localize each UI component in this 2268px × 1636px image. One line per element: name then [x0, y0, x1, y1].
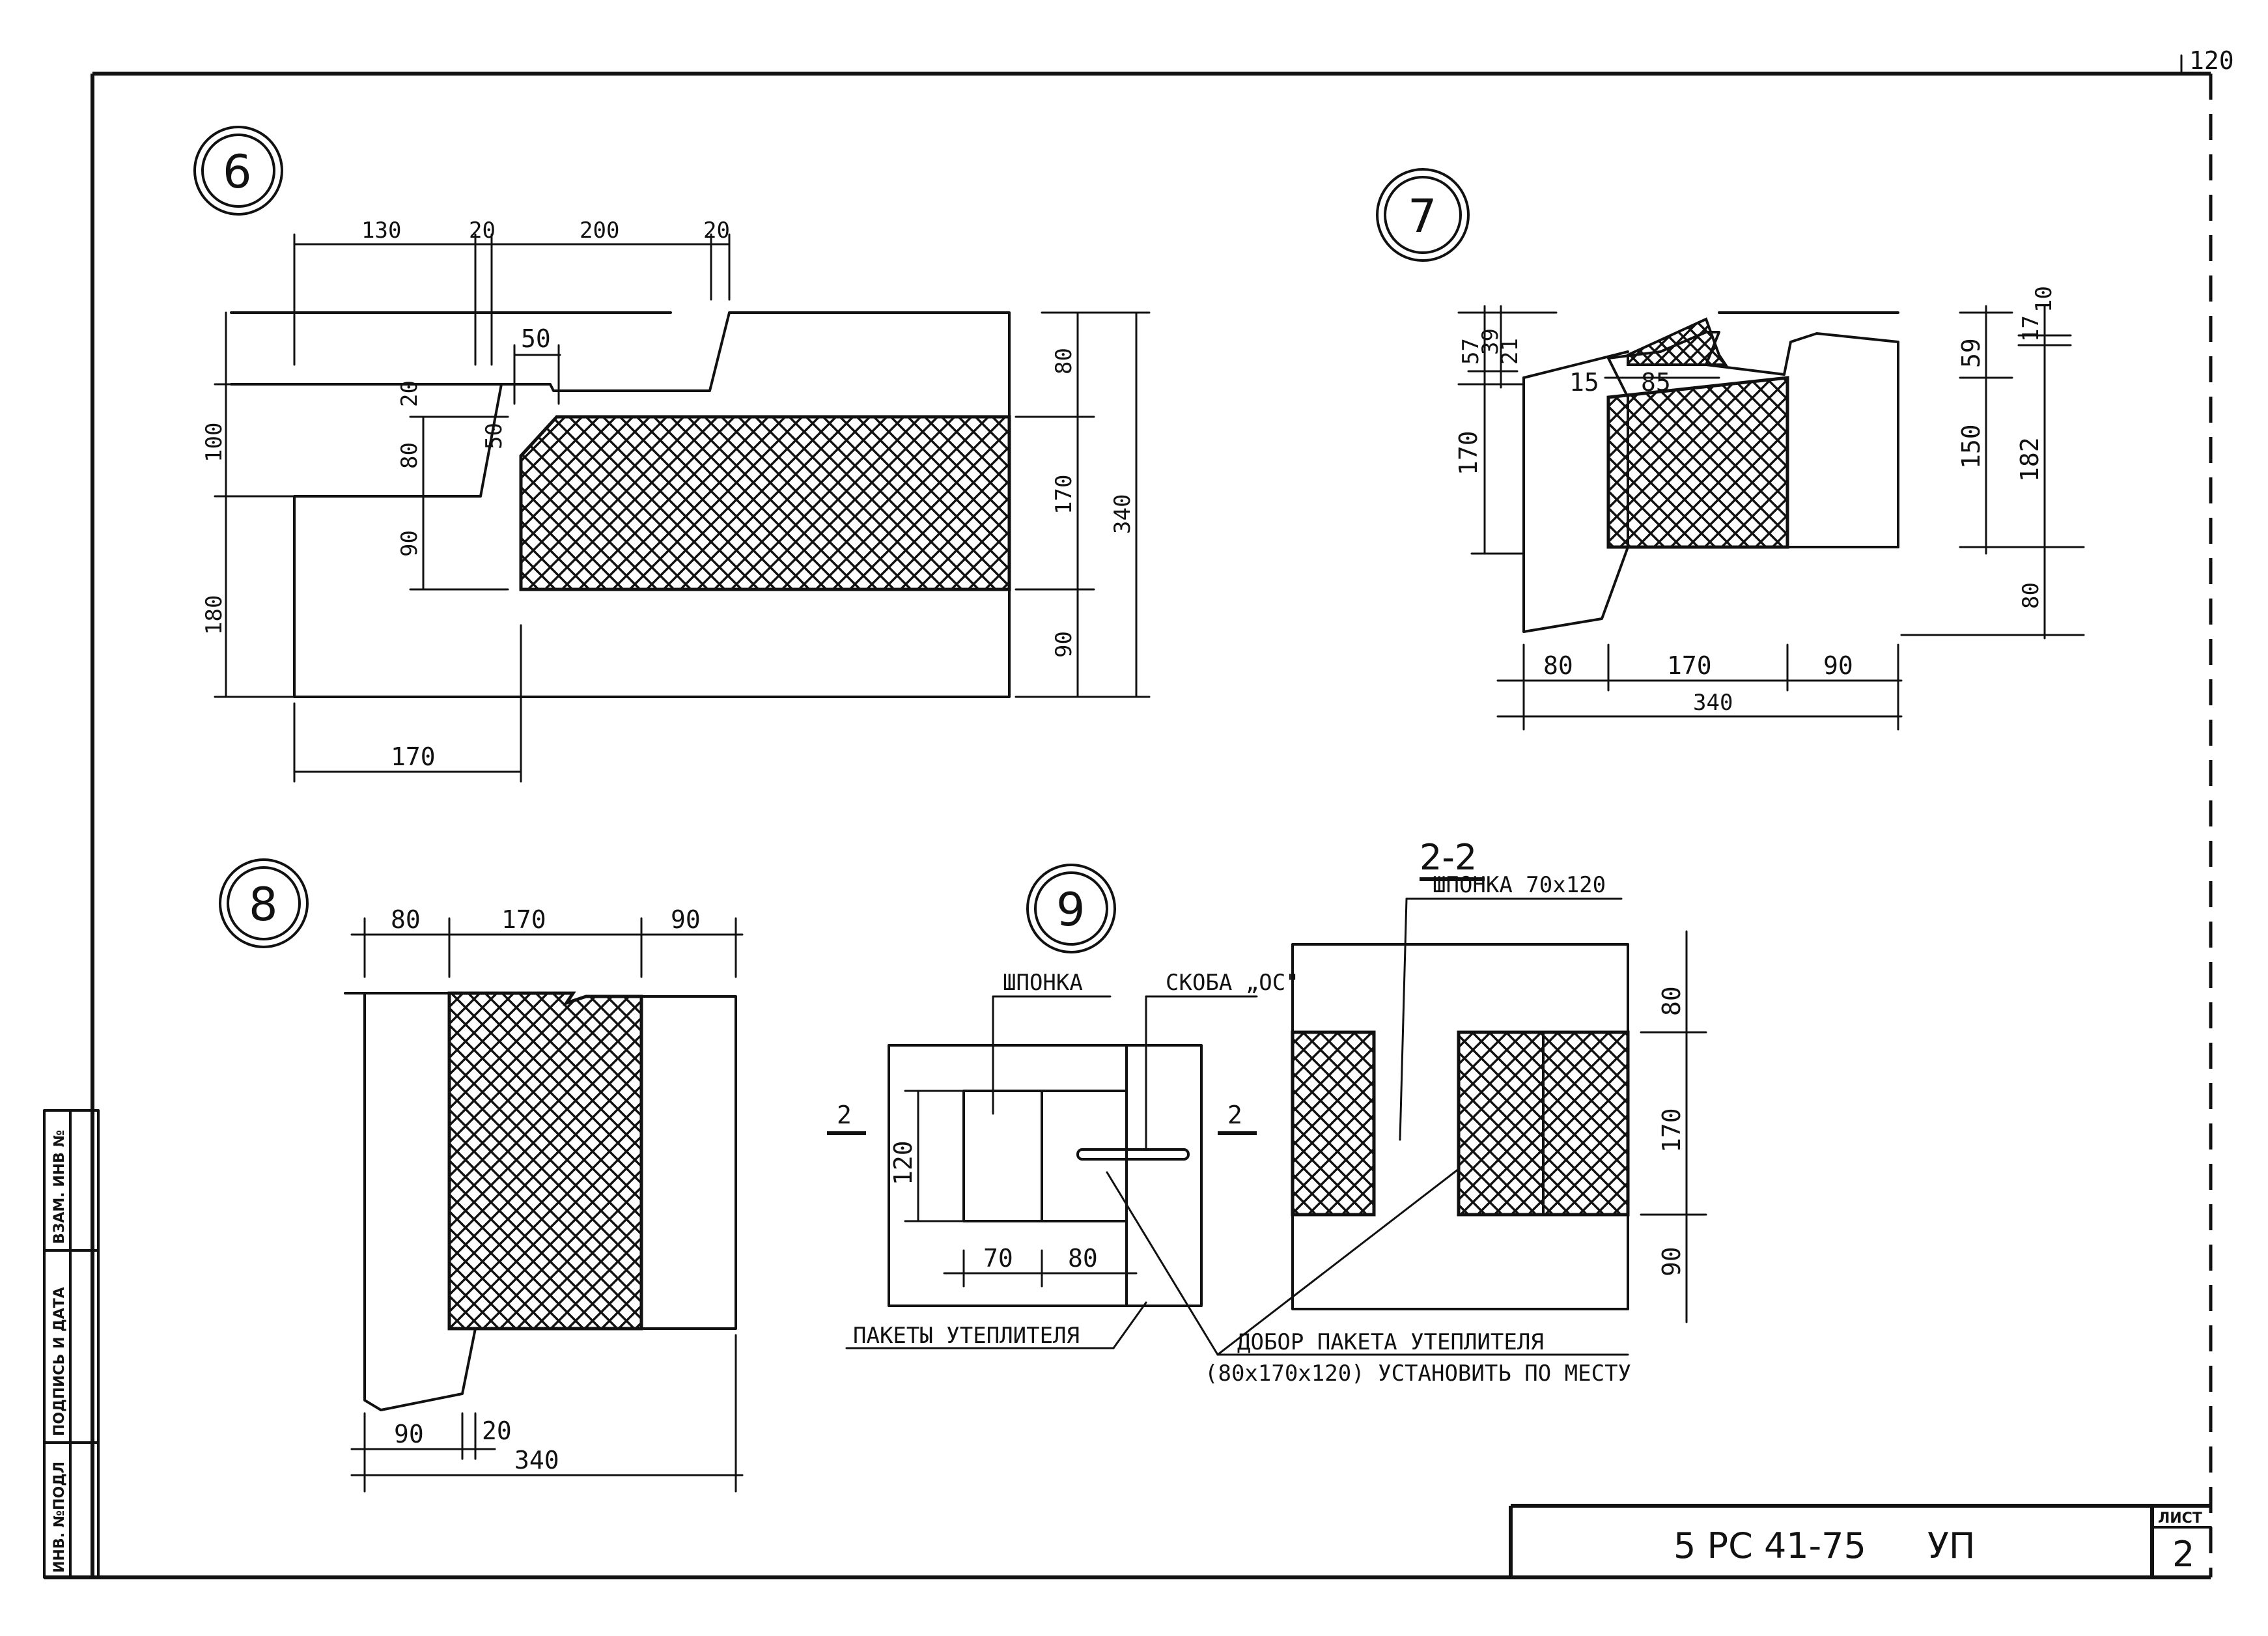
- d7-dim-59: 59: [1957, 338, 1985, 368]
- sheet-number: 2: [2172, 1534, 2194, 1575]
- d7-dim-85: 85: [1641, 368, 1671, 397]
- detail-6-number: 6: [223, 145, 252, 199]
- d6-dim-170b: 170: [391, 742, 436, 771]
- d6-dim-20b: 20: [703, 218, 730, 244]
- d7-dim-80b: 80: [1543, 651, 1573, 680]
- sheet-label: ЛИСТ: [2158, 1510, 2202, 1527]
- d8-dim-170: 170: [501, 905, 546, 934]
- d9-cut-left: 2: [837, 1101, 852, 1129]
- side-stamp: ИНВ. №ПОДЛ ПОДПИСЬ И ДАТА ВЗАМ. ИНВ №: [43, 1109, 100, 1579]
- d7-dim-39: 39: [1477, 328, 1504, 355]
- sheet-top-number: 120: [2189, 46, 2234, 75]
- d7-dim-340: 340: [1693, 690, 1733, 716]
- side-label-vzam: ВЗАМ. ИНВ №: [51, 1130, 68, 1244]
- d6-dim-20v: 20: [397, 380, 423, 407]
- d6-dim-50v: 50: [481, 423, 507, 449]
- d6-dim-130: 130: [361, 218, 401, 244]
- d6-dim-90i: 90: [397, 530, 423, 557]
- d6-dim-180: 180: [201, 595, 227, 635]
- s22-dim-90: 90: [1657, 1247, 1686, 1276]
- section-2-2: [1291, 877, 1707, 1323]
- d8-dim-90b: 90: [394, 1420, 424, 1448]
- d7-dim-17: 17: [2018, 315, 2044, 342]
- d9-shponka: ШПОНКА: [1003, 970, 1083, 996]
- detail-6-insulation: [519, 415, 1011, 591]
- d9-skoba: СКОБА „ОС": [1166, 970, 1299, 996]
- d9-dobor-2: (80х170х120) УСТАНОВИТЬ ПО МЕСТУ: [1205, 1361, 1631, 1387]
- detail-7-insulation-top: [1627, 317, 1728, 366]
- d7-dim-10: 10: [2031, 286, 2057, 313]
- d8-dim-20b: 20: [482, 1417, 512, 1445]
- d9-dobor-1: ДОБОР ПАКЕТА УТЕПЛИТЕЛЯ: [1237, 1329, 1544, 1355]
- s22-title: 2-2: [1420, 837, 1477, 878]
- d9-dim-120: 120: [889, 1140, 917, 1185]
- d6-dim-20a: 20: [469, 218, 496, 244]
- s22-insulation-left: [1291, 1030, 1376, 1217]
- detail-9: 9: [827, 864, 1629, 1356]
- sheet-frame: [44, 54, 2213, 1579]
- s22-shponka: ШПОНКА 70х120: [1433, 872, 1606, 898]
- detail-8: 8: [219, 858, 744, 1493]
- d9-pakety: ПАКЕТЫ УТЕПЛИТЕЛЯ: [853, 1323, 1080, 1349]
- d6-dim-50: 50: [521, 324, 551, 353]
- detail-9-number: 9: [1056, 883, 1085, 937]
- side-label-sign: ПОДПИСЬ И ДАТА: [51, 1287, 68, 1436]
- detail-6: 6: [193, 126, 1151, 783]
- d6-dim-90r: 90: [1051, 631, 1077, 658]
- d8-dim-80: 80: [391, 905, 421, 934]
- detail-8-insulation: [447, 991, 643, 1331]
- d7-dim-150: 150: [1957, 424, 1985, 469]
- detail-8-number: 8: [249, 878, 278, 931]
- d6-dim-100: 100: [201, 423, 227, 462]
- d6-dim-200: 200: [580, 218, 619, 244]
- detail-7-number: 7: [1408, 190, 1437, 243]
- d7-dim-21: 21: [1497, 338, 1523, 365]
- d9-cut-right: 2: [1227, 1101, 1242, 1129]
- d6-dim-80r: 80: [1051, 348, 1077, 374]
- d6-dim-80i: 80: [397, 442, 423, 469]
- d7-dim-80r: 80: [2018, 582, 2044, 609]
- d7-dim-182: 182: [2015, 437, 2044, 482]
- d9-dim-80: 80: [1068, 1244, 1098, 1273]
- title-suffix: УП: [1927, 1525, 1976, 1566]
- s22-dim-170: 170: [1657, 1108, 1686, 1153]
- detail-7: 7: [1376, 168, 2085, 731]
- s22-dim-80: 80: [1657, 986, 1686, 1016]
- side-label-inv: ИНВ. №ПОДЛ: [51, 1461, 68, 1573]
- d7-dim-15: 15: [1569, 368, 1599, 397]
- title-block: [1509, 1504, 2212, 1577]
- d6-dim-340: 340: [1110, 494, 1136, 534]
- d8-dim-90: 90: [671, 905, 701, 934]
- d7-dim-170l: 170: [1454, 430, 1483, 475]
- d6-dim-170r: 170: [1051, 475, 1077, 515]
- d7-dim-57: 57: [1458, 338, 1484, 365]
- d7-dim-90b: 90: [1823, 651, 1853, 680]
- d9-dim-70: 70: [983, 1244, 1013, 1273]
- detail-7-insulation: [1606, 376, 1789, 549]
- title-code: 5 РС 41-75: [1673, 1525, 1866, 1566]
- d7-dim-170b: 170: [1667, 651, 1712, 680]
- d8-dim-340: 340: [514, 1446, 559, 1474]
